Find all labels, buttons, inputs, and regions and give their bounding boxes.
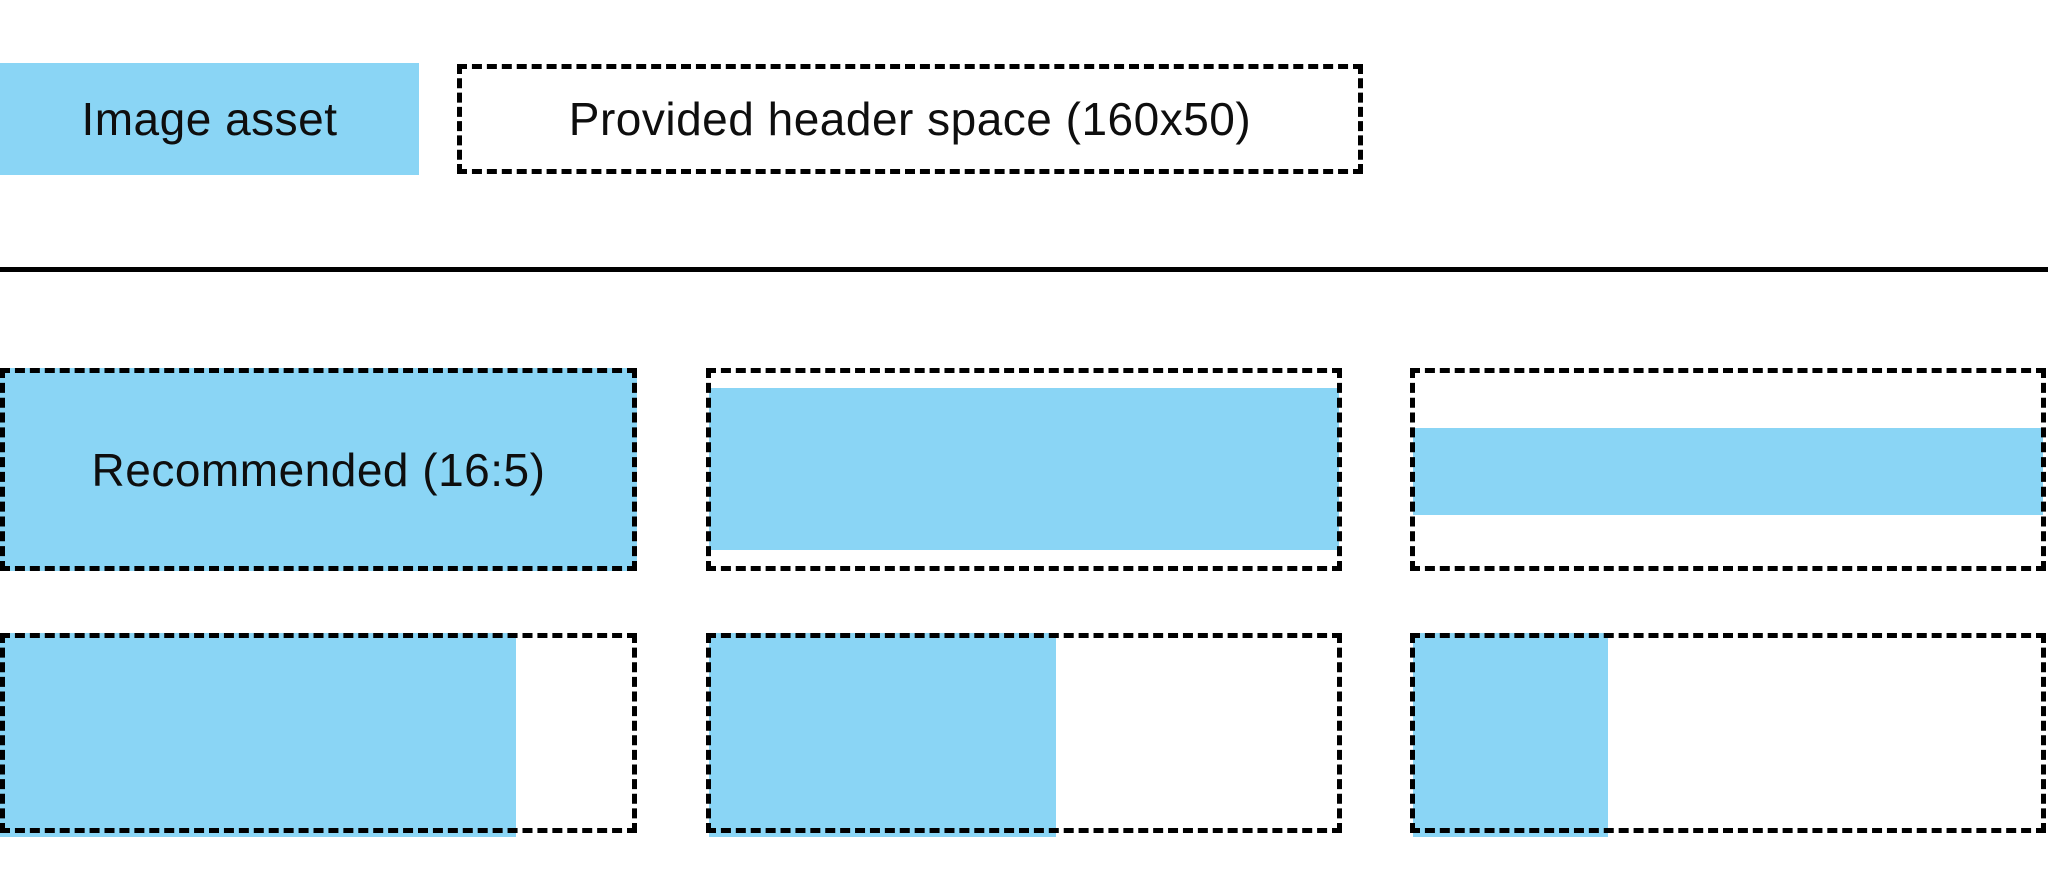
example-taller-asset-pillarboxed: [706, 633, 1342, 837]
asset-fill: [709, 387, 1339, 550]
example-tallest-asset-pillarboxed: [1410, 633, 2046, 837]
example-wide-asset-letterboxed: [706, 368, 1342, 571]
recommended-label-wrap: Recommended (16:5): [0, 368, 637, 571]
asset-fill: [1413, 428, 2043, 516]
example-very-wide-asset-letterboxed: [1410, 368, 2046, 571]
legend-image-asset-swatch: Image asset: [0, 63, 419, 175]
asset-fill: [0, 633, 516, 837]
asset-fill: [1413, 633, 1609, 837]
legend-header-space-box: Provided header space (160x50): [457, 64, 1363, 174]
asset-fill: [0, 368, 637, 571]
recommended-label: Recommended (16:5): [91, 443, 546, 496]
section-divider: [0, 267, 2048, 272]
asset-fill: [709, 633, 1057, 837]
legend-image-asset-label: Image asset: [81, 93, 338, 145]
example-recommended-16-5: Recommended (16:5): [0, 368, 637, 571]
legend-header-space-label: Provided header space (160x50): [568, 93, 1252, 145]
example-tall-asset-pillarboxed: [0, 633, 637, 837]
